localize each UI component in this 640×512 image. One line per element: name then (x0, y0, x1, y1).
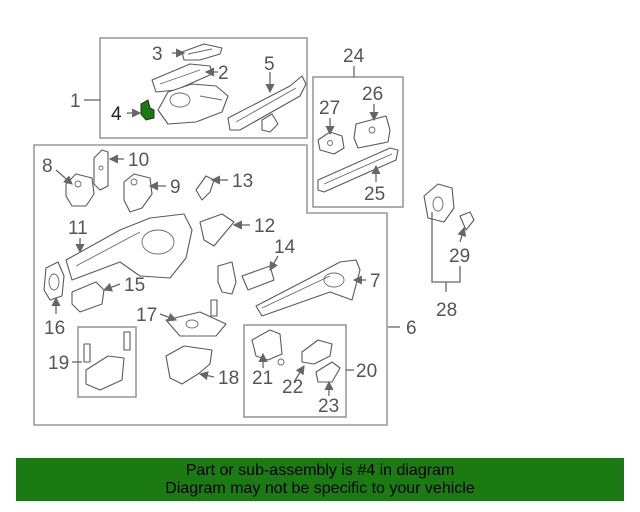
callout-17[interactable]: 17 (136, 305, 157, 326)
callout-labels: 3 2 1 4 5 24 27 26 25 8 10 9 13 11 12 14… (42, 44, 470, 417)
callout-4[interactable]: 4 (111, 104, 122, 125)
part-19-bracket[interactable] (83, 331, 131, 391)
part-pin (210, 299, 218, 317)
group-1-frame (99, 37, 308, 139)
callout-29[interactable]: 29 (449, 246, 470, 267)
part-28-assembly[interactable] (423, 183, 455, 223)
part-22-bracket[interactable] (301, 339, 333, 365)
part-23-bracket[interactable] (315, 361, 341, 383)
callout-18[interactable]: 18 (218, 368, 239, 389)
group-20-frame (243, 324, 347, 418)
callout-2[interactable]: 2 (218, 63, 229, 84)
part-11-apron[interactable] (65, 213, 193, 281)
callout-27[interactable]: 27 (319, 98, 340, 119)
callout-3[interactable]: 3 (152, 44, 163, 65)
part-29-bracket[interactable] (459, 211, 475, 231)
callout-12[interactable]: 12 (254, 216, 275, 237)
part-13-bracket[interactable] (195, 175, 215, 201)
callout-9[interactable]: 9 (170, 177, 181, 198)
callout-8[interactable]: 8 (42, 156, 53, 177)
part-21-bracket[interactable] (251, 329, 285, 366)
part-9-mount[interactable] (123, 173, 153, 213)
part-18-bracket[interactable] (165, 345, 213, 385)
callout-26[interactable]: 26 (362, 84, 383, 105)
part-16-cap[interactable] (43, 261, 65, 301)
callout-7[interactable]: 7 (370, 271, 381, 292)
part-12-bracket[interactable] (199, 213, 235, 247)
callout-28[interactable]: 28 (436, 300, 457, 321)
callout-14[interactable]: 14 (274, 237, 296, 258)
callout-10[interactable]: 10 (128, 150, 149, 171)
group-24-frame (312, 76, 404, 208)
callout-11[interactable]: 11 (68, 218, 88, 239)
banner-line-2: Diagram may not be specific to your vehi… (165, 480, 475, 497)
part-26-reinforcement[interactable] (353, 115, 391, 149)
part-7-rail[interactable] (255, 259, 361, 317)
callout-13[interactable]: 13 (232, 171, 253, 192)
group-6-frame (33, 144, 388, 426)
part-3-bracket[interactable] (181, 43, 223, 61)
part-27-bracket[interactable] (317, 131, 345, 155)
banner-line-1: Part or sub-assembly is #4 in diagram (185, 462, 455, 479)
callout-21[interactable]: 21 (252, 368, 273, 389)
part-15-bracket[interactable] (71, 281, 105, 313)
part-25-rail[interactable] (317, 147, 399, 193)
callout-20[interactable]: 20 (356, 361, 377, 382)
part-10-bracket[interactable] (93, 149, 109, 191)
part-4-highlighted[interactable] (140, 99, 155, 121)
part-8-mount[interactable] (65, 173, 95, 207)
parts-diagram: 3 2 1 4 5 24 27 26 25 8 10 9 13 11 12 14… (33, 37, 475, 426)
part-1-wheelhouse[interactable] (157, 83, 229, 125)
info-banner: Part or sub-assembly is #4 in diagram Di… (16, 458, 624, 501)
part-17-panel[interactable] (165, 311, 227, 337)
callout-16[interactable]: 16 (44, 318, 65, 339)
leader-lines (51, 48, 467, 396)
callout-1[interactable]: 1 (70, 91, 81, 112)
callout-24[interactable]: 24 (343, 46, 365, 67)
callout-6[interactable]: 6 (406, 318, 417, 339)
callout-23[interactable]: 23 (318, 396, 339, 417)
callout-22[interactable]: 22 (282, 377, 303, 398)
part-5-rail[interactable] (227, 75, 307, 133)
callout-19[interactable]: 19 (48, 353, 69, 374)
callout-25[interactable]: 25 (364, 184, 385, 205)
part-14-bracket[interactable] (217, 261, 275, 295)
callout-5[interactable]: 5 (264, 54, 275, 75)
callout-15[interactable]: 15 (124, 275, 145, 296)
